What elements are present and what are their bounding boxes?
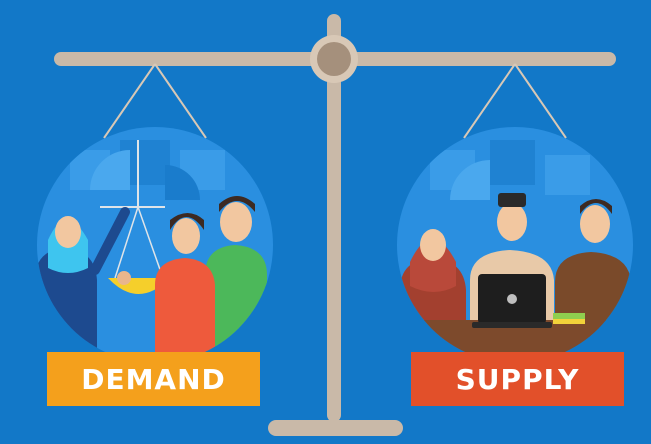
supply-pan (397, 127, 633, 363)
scale-stand (268, 14, 403, 436)
pan-strings (103, 63, 567, 139)
supply-label: SUPPLY (411, 352, 624, 406)
demand-pan (37, 127, 273, 363)
scale-beam (54, 35, 616, 83)
demand-label: DEMAND (47, 352, 260, 406)
